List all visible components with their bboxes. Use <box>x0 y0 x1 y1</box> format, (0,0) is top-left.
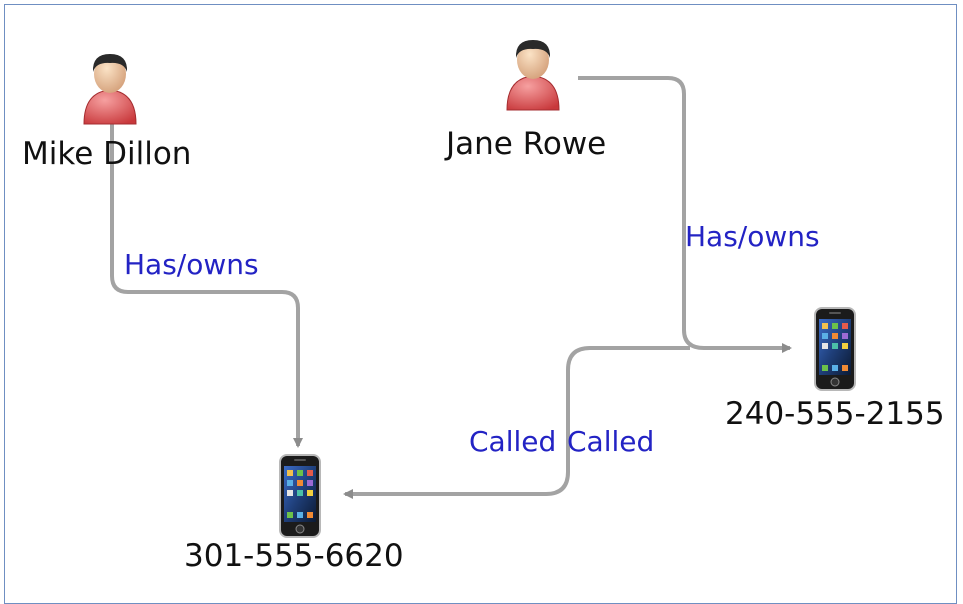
person-icon <box>83 54 137 125</box>
edge-label-called-1: Called <box>469 425 557 458</box>
edge-jane-has-owns <box>578 76 792 353</box>
edge-label-called-2: Called <box>567 425 655 458</box>
smartphone-icon <box>814 307 856 391</box>
edge-label-jane-has-owns: Has/owns <box>685 220 820 253</box>
smartphone-icon <box>279 454 321 538</box>
node-label-mike-dillon: Mike Dillon <box>22 136 192 172</box>
node-label-jane-rowe: Jane Rowe <box>446 126 607 162</box>
node-label-phone-301: 301-555-6620 <box>184 538 404 574</box>
edge-called <box>343 346 690 499</box>
person-icon <box>506 40 560 111</box>
edge-layer <box>110 76 792 499</box>
node-label-phone-240: 240-555-2155 <box>725 396 945 432</box>
edge-label-mike-has-owns: Has/owns <box>124 248 259 281</box>
edge-mike-has-owns <box>110 120 303 448</box>
